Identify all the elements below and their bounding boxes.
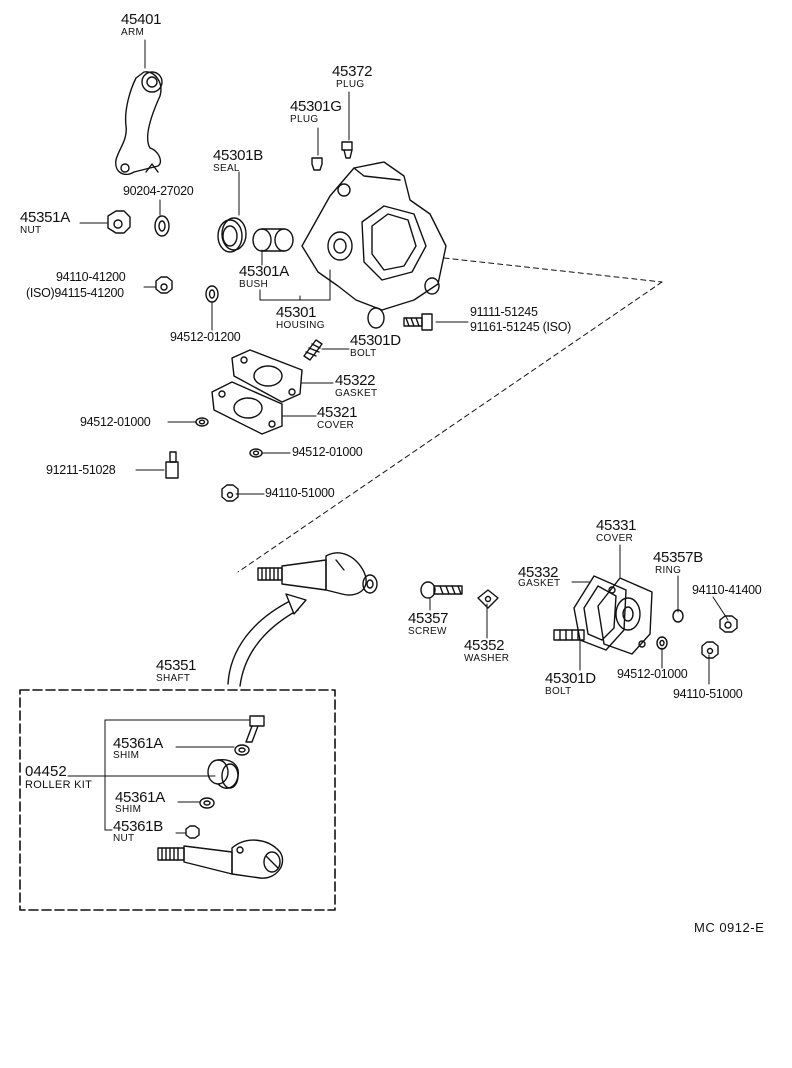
ring-45357b-number: 45357B — [653, 549, 703, 566]
washer-45352-part — [477, 589, 499, 609]
screw-45357-number: 45357 — [408, 610, 449, 627]
bolt-91211-number: 91211-51028 — [46, 463, 116, 477]
bolt-91161-iso-number: 91161-51245 (ISO) — [470, 320, 571, 334]
shaft-number: 45351 — [156, 657, 197, 674]
washer-90204-part — [154, 215, 170, 237]
shim-45361a-a-name: SHIM — [113, 750, 140, 761]
gasket-45322-name: GASKET — [335, 388, 378, 399]
shaft-part — [257, 552, 378, 596]
cover-45331-part — [597, 577, 653, 655]
roller-kit-box — [19, 689, 336, 911]
washer-45352-number: 45352 — [464, 637, 505, 654]
washer-94512-a-part — [195, 417, 209, 427]
housing-part — [301, 161, 447, 329]
housing-name: HOUSING — [276, 320, 325, 331]
washer-94512-01000-c-number: 94512-01000 — [617, 667, 688, 681]
stud-45301d-part — [303, 339, 323, 361]
arm-part-name: ARM — [121, 27, 145, 38]
cover-45331-number: 45331 — [596, 517, 637, 534]
roller-kit-bracket — [67, 719, 251, 834]
nut-45361b-number: 45361B — [113, 818, 163, 835]
washer-94512-01200-part — [205, 285, 219, 303]
nut-94110-51000-a-part — [221, 484, 239, 502]
nut-45351a-part — [107, 210, 131, 234]
housing-number: 45301 — [276, 304, 317, 321]
plug-45372-part — [341, 141, 353, 159]
arm-part — [115, 71, 163, 176]
gasket-45322-part — [231, 349, 303, 403]
bolt-45301d-b-name: BOLT — [545, 686, 572, 697]
cover-45321-number: 45321 — [317, 404, 358, 421]
shim-b-part — [199, 797, 215, 809]
ring-45357b-part — [672, 609, 684, 623]
washer-90204-number: 90204-27020 — [123, 184, 194, 198]
washer-94512-b-part — [249, 448, 263, 458]
shim-45361a-a-number: 45361A — [113, 735, 163, 752]
bolt-45301d-number: 45301D — [350, 332, 401, 349]
nut-94115-41200-iso-number: (ISO)94115-41200 — [26, 286, 124, 300]
screw-45357-name: SCREW — [408, 626, 447, 637]
nut-94110-41200-part — [155, 276, 173, 294]
seal-part — [217, 217, 247, 253]
washer-94512-01000-b-number: 94512-01000 — [292, 445, 363, 459]
cover-45321-name: COVER — [317, 420, 355, 431]
bush-number: 45301A — [239, 263, 289, 280]
stud-45301d-b-part — [553, 629, 585, 641]
plug-45372-number: 45372 — [332, 63, 373, 80]
nut-94110-51000-b-number: 94110-51000 — [673, 687, 743, 701]
screw-45357-part — [420, 581, 463, 599]
roller-kit-number: 04452 — [25, 763, 67, 780]
gasket-45322-number: 45322 — [335, 372, 376, 389]
arm-part-number: 45401 — [121, 11, 162, 28]
nut-45351a-number: 45351A — [20, 209, 70, 226]
plug-45301g-part — [311, 157, 323, 171]
roller-part — [207, 759, 239, 789]
nut-94110-51000-a-number: 94110-51000 — [265, 486, 335, 500]
reference-code: MC 0912-E — [694, 920, 765, 935]
bolt-91211-part — [165, 451, 179, 479]
cover-45331-name: COVER — [596, 533, 634, 544]
roller-bolt-part — [245, 715, 265, 743]
plug-45301g-number: 45301G — [290, 98, 342, 115]
kit-shaft-part — [157, 839, 284, 879]
gasket-45332-part — [573, 575, 627, 651]
washer-94512-01200-number: 94512-01200 — [170, 330, 241, 344]
gasket-45332-name: GASKET — [518, 578, 561, 589]
seal-name: SEAL — [213, 163, 240, 174]
bolt-91111-part — [403, 313, 433, 331]
plug-45372-name: PLUG — [336, 79, 365, 90]
nut-45361b-part — [185, 825, 200, 839]
washer-94512-c-part — [656, 636, 668, 650]
plug-45301g-name: PLUG — [290, 114, 319, 125]
ring-45357b-name: RING — [655, 565, 682, 576]
washer-94512-01000-a-number: 94512-01000 — [80, 415, 151, 429]
nut-94110-41200-number: 94110-41200 — [56, 270, 126, 284]
assembly-arrow — [227, 593, 307, 687]
nut-45351a-name: NUT — [20, 225, 42, 236]
seal-number: 45301B — [213, 147, 263, 164]
assembly-guide-lines — [237, 257, 663, 573]
bush-part — [252, 228, 294, 252]
nut-45361b-name: NUT — [113, 833, 135, 844]
leader-lines — [79, 39, 729, 685]
gasket-45332-number: 45332 — [518, 564, 559, 581]
bolt-91111-number: 91111-51245 — [470, 305, 538, 319]
roller-kit-name: ROLLER KIT — [25, 779, 93, 791]
bolt-45301d-name: BOLT — [350, 348, 377, 359]
shim-45361a-b-name: SHIM — [115, 804, 142, 815]
nut-94110-41400-part — [719, 615, 738, 633]
shim-45361a-b-number: 45361A — [115, 789, 165, 806]
shaft-name: SHAFT — [156, 673, 191, 684]
cover-45321-part — [211, 381, 283, 435]
bush-name: BUSH — [239, 279, 268, 290]
nut-94110-51000-b-part — [701, 641, 719, 659]
washer-45352-name: WASHER — [464, 653, 510, 664]
nut-94110-41400-number: 94110-41400 — [692, 583, 762, 597]
bolt-45301d-b-number: 45301D — [545, 670, 596, 687]
shim-a-part — [234, 744, 250, 756]
